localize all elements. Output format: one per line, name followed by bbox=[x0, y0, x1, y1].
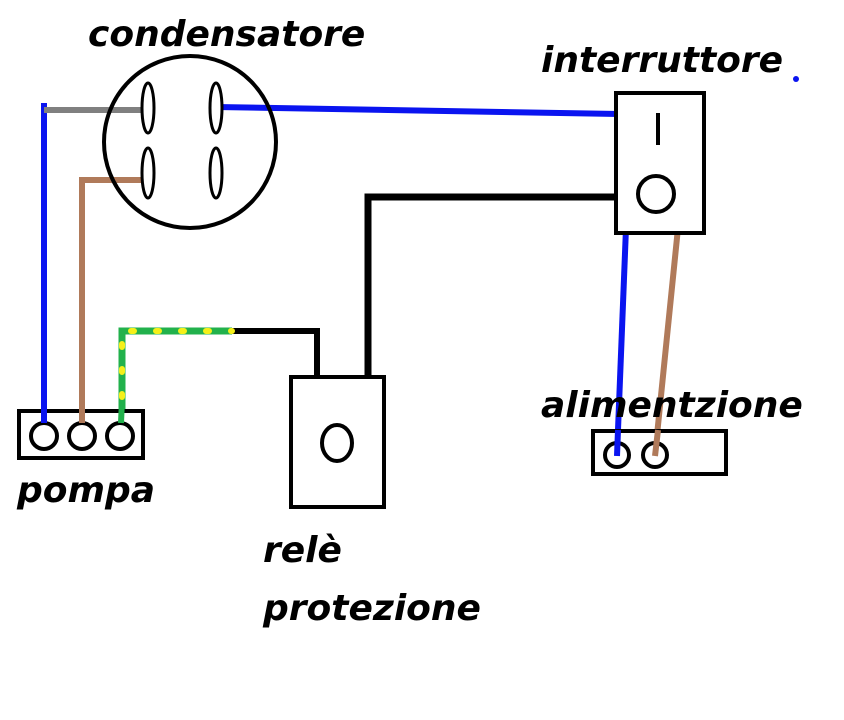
label-condensatore: condensatore bbox=[88, 14, 365, 55]
wire-blue-alim-end bbox=[614, 429, 621, 457]
interruttore-component bbox=[614, 91, 706, 235]
condensatore-terminal-2 bbox=[208, 81, 224, 135]
label-pompa: pompa bbox=[16, 470, 155, 511]
condensatore-body bbox=[102, 54, 278, 230]
wire-brown-alim-end bbox=[652, 429, 661, 457]
wire-earth-pompa bbox=[118, 327, 232, 422]
condensatore-component bbox=[102, 54, 278, 230]
wire-blue-alimentazione bbox=[614, 227, 629, 456]
label-interruttore: interruttore bbox=[541, 40, 783, 81]
condensatore-terminal-3 bbox=[140, 146, 156, 200]
wire-earth-stripes bbox=[119, 328, 235, 425]
wire-earth-pompa-end bbox=[118, 399, 125, 424]
wire-brown-pompa bbox=[79, 177, 148, 422]
interruttore-knob bbox=[636, 174, 676, 214]
wire-brown-alimentazione bbox=[652, 227, 681, 456]
condensatore-terminal-1 bbox=[140, 81, 156, 135]
rele-component bbox=[289, 375, 386, 509]
label-protezione: protezione bbox=[262, 588, 481, 629]
wire-black-interruttore-rele bbox=[364, 193, 619, 380]
pompa-terminal-3 bbox=[105, 421, 135, 451]
pompa-terminal-1 bbox=[29, 421, 59, 451]
wire-blue-condensatore-interruttore bbox=[215, 104, 620, 117]
wire-black-rele-earth bbox=[230, 328, 320, 395]
pompa-terminal-2 bbox=[67, 421, 97, 451]
label-alimentazione: alimentzione bbox=[541, 385, 803, 426]
stray-dot bbox=[793, 76, 799, 82]
label-rele: relè bbox=[263, 530, 342, 571]
condensatore-terminal-4 bbox=[208, 146, 224, 200]
rele-contact bbox=[320, 423, 354, 463]
